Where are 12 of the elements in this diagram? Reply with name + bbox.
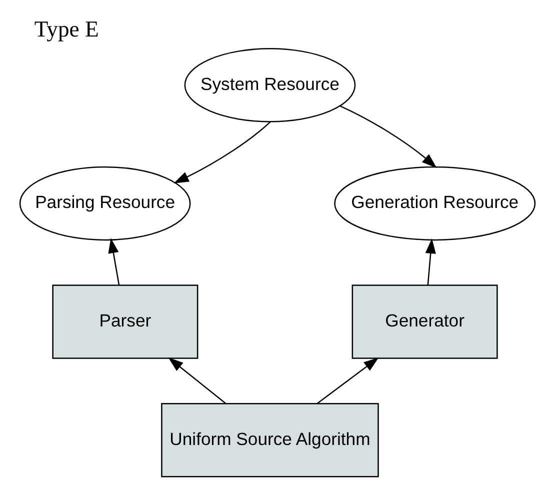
diagram-title: Type E [34,16,99,42]
arrow [108,238,120,286]
arrow [425,238,436,286]
arrow [174,122,271,184]
node-box: Generator [352,284,498,359]
node-box: Uniform Source Algorithm [161,402,379,478]
node-ellipse: Generation Resource [334,166,536,241]
arrow [316,357,379,404]
node-box: Parser [52,284,198,359]
arrow [168,357,226,404]
arrow [340,105,437,168]
node-ellipse: System Resource [184,48,356,122]
